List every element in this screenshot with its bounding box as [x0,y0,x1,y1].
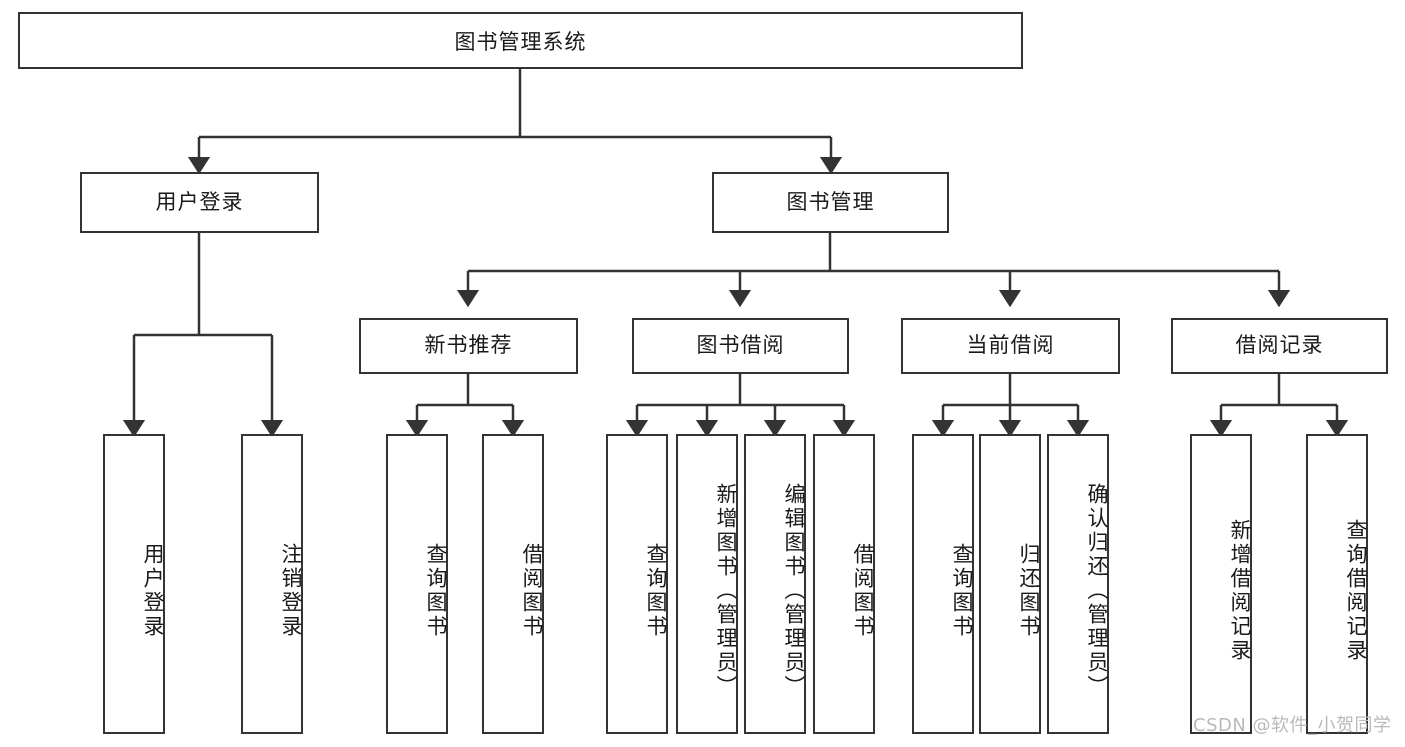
leaf-return-book[interactable]: 归还图书 [979,434,1041,734]
node-label: 编辑图书（管理员） [782,483,806,699]
leaf-logout-login[interactable]: 注销登录 [241,434,303,734]
node-label: 新增图书（管理员） [714,483,738,699]
node-label: 归还图书 [1017,543,1041,639]
node-label: 用户登录 [155,189,244,214]
node-label: 当前借阅 [966,333,1055,358]
node-label: 图书管理系统 [454,29,587,54]
node-book-borrow[interactable]: 图书借阅 [632,318,849,374]
leaf-add-book-admin[interactable]: 新增图书（管理员） [676,434,738,734]
node-label: 新书推荐 [424,333,513,358]
leaf-user-login[interactable]: 用户登录 [103,434,165,734]
watermark-text: CSDN @软件_小贺同学 [1193,715,1392,736]
node-book-management[interactable]: 图书管理 [712,172,949,233]
node-label: 查询图书 [424,543,448,639]
node-root-system[interactable]: 图书管理系统 [18,12,1023,69]
leaf-borrow-book-borrow[interactable]: 借阅图书 [813,434,875,734]
node-label: 查询图书 [950,543,974,639]
node-label: 注销登录 [279,543,303,639]
node-new-book-recommend[interactable]: 新书推荐 [359,318,578,374]
node-label: 查询借阅记录 [1344,519,1368,663]
node-label: 用户登录 [141,543,165,639]
leaf-query-borrow-record[interactable]: 查询借阅记录 [1306,434,1368,734]
node-label: 借阅图书 [851,543,875,639]
node-borrow-record[interactable]: 借阅记录 [1171,318,1388,374]
node-label: 借阅图书 [520,543,544,639]
leaf-confirm-return-admin[interactable]: 确认归还（管理员） [1047,434,1109,734]
leaf-borrow-book-recommend[interactable]: 借阅图书 [482,434,544,734]
node-current-borrow[interactable]: 当前借阅 [901,318,1120,374]
leaf-query-book-current[interactable]: 查询图书 [912,434,974,734]
node-label: 确认归还（管理员） [1085,483,1109,699]
leaf-edit-book-admin[interactable]: 编辑图书（管理员） [744,434,806,734]
node-label: 图书借阅 [696,333,785,358]
node-label: 图书管理 [786,189,875,214]
node-user-login[interactable]: 用户登录 [80,172,319,233]
leaf-query-book-recommend[interactable]: 查询图书 [386,434,448,734]
node-label: 借阅记录 [1235,333,1324,358]
leaf-query-book-borrow[interactable]: 查询图书 [606,434,668,734]
node-label: 新增借阅记录 [1228,519,1252,663]
leaf-add-borrow-record[interactable]: 新增借阅记录 [1190,434,1252,734]
node-label: 查询图书 [644,543,668,639]
